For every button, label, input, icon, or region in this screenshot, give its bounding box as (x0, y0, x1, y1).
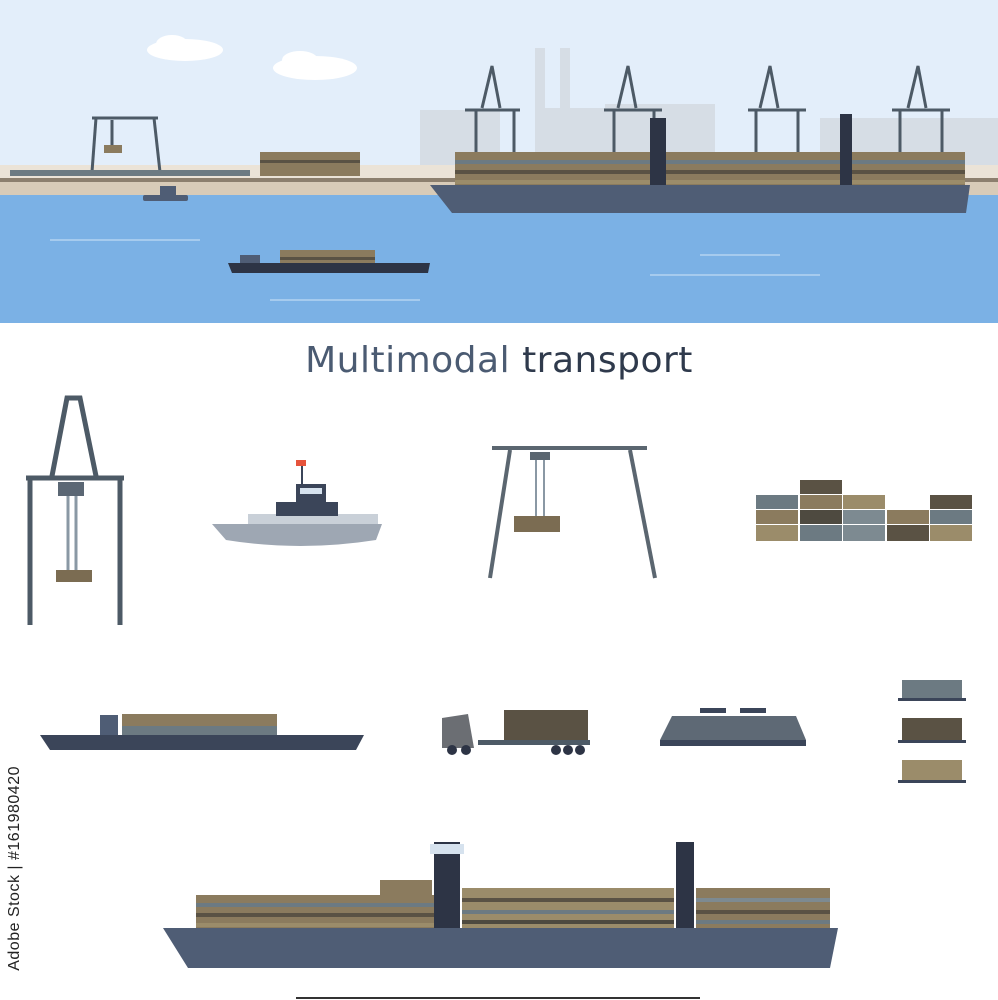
container-stack-icon (260, 152, 360, 176)
locomotive-icon (660, 708, 806, 746)
harbor-panorama (0, 0, 998, 323)
gantry-crane-icon (90, 116, 162, 173)
title-word-transport: transport (522, 340, 693, 381)
page-title: Multimodal transport (0, 340, 998, 381)
container-ship-icon (163, 842, 838, 968)
tugboat-icon (143, 186, 188, 201)
gantry-crane-icon (488, 446, 657, 579)
tugboat-icon (212, 460, 382, 546)
railcar-icon (10, 170, 250, 176)
railcar-icon (898, 680, 966, 783)
container-stack-icon (756, 480, 972, 541)
stock-id-watermark: Adobe Stock | #161980420 (6, 766, 23, 971)
container-ship-icon (430, 114, 970, 213)
barge-icon (228, 250, 430, 273)
cloud (147, 35, 357, 80)
quay-crane-icon (26, 395, 124, 625)
barge-icon (40, 714, 364, 750)
truck-icon (442, 710, 590, 755)
water (0, 195, 998, 323)
title-word-multimodal: Multimodal (305, 340, 511, 381)
